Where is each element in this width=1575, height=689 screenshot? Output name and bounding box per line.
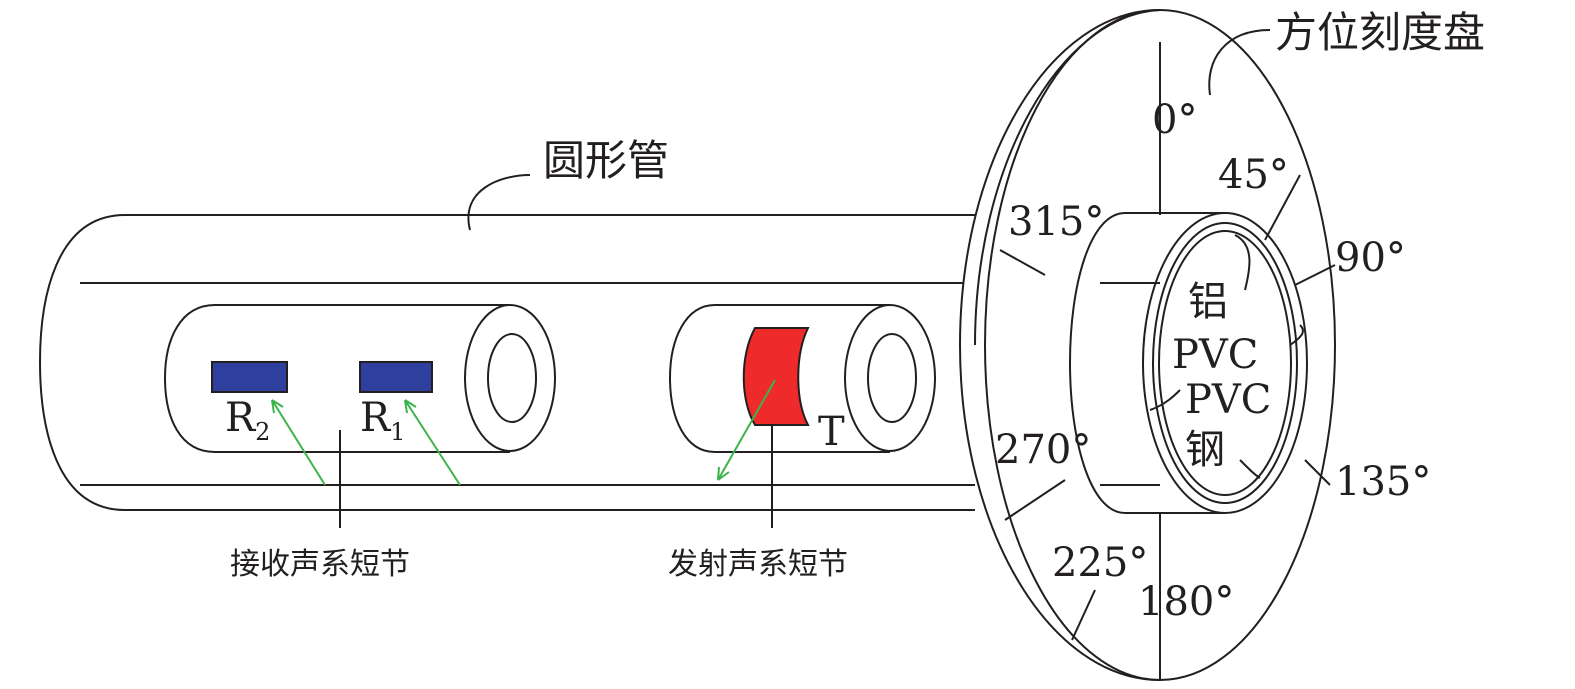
- r1-label: R1: [360, 398, 405, 444]
- t-label: T: [818, 409, 845, 455]
- receiver-sub-label: 接收声系短节: [230, 547, 410, 582]
- r2-sub: 2: [255, 418, 271, 446]
- angle-45: 45°: [1218, 152, 1289, 198]
- arrow-icon: [271, 399, 461, 486]
- aluminum-label: 铝: [1188, 279, 1228, 325]
- steel-label: 钢: [1185, 427, 1225, 473]
- arrow-icon: [717, 379, 776, 481]
- receiver-r1: [359, 361, 433, 393]
- pipe-label: 圆形管: [543, 136, 670, 185]
- transmitter-sub-label: 发射声系短节: [668, 547, 848, 582]
- r1-text: R: [360, 395, 391, 441]
- angle-90: 90°: [1335, 235, 1406, 281]
- angle-135: 135°: [1335, 459, 1432, 505]
- r2-label: R2: [225, 398, 270, 444]
- transmitter-sub: [668, 304, 936, 528]
- angle-225: 225°: [1052, 540, 1149, 586]
- transmitter-t: [742, 327, 810, 426]
- r1-sub: 1: [390, 418, 406, 446]
- azimuth-dial: [958, 9, 1336, 681]
- angle-270: 270°: [995, 427, 1092, 473]
- r2-text: R: [225, 395, 256, 441]
- angle-180: 180°: [1138, 579, 1235, 625]
- receiver-sub: [163, 304, 556, 528]
- dial-label: 方位刻度盘: [1275, 8, 1486, 57]
- pvc-label-1: PVC: [1172, 332, 1259, 378]
- angle-0: 0°: [1152, 97, 1198, 143]
- round-pipe: [38, 174, 975, 511]
- pvc-label-2: PVC: [1185, 377, 1272, 423]
- angle-315: 315°: [1008, 199, 1105, 245]
- receiver-r2: [211, 361, 288, 393]
